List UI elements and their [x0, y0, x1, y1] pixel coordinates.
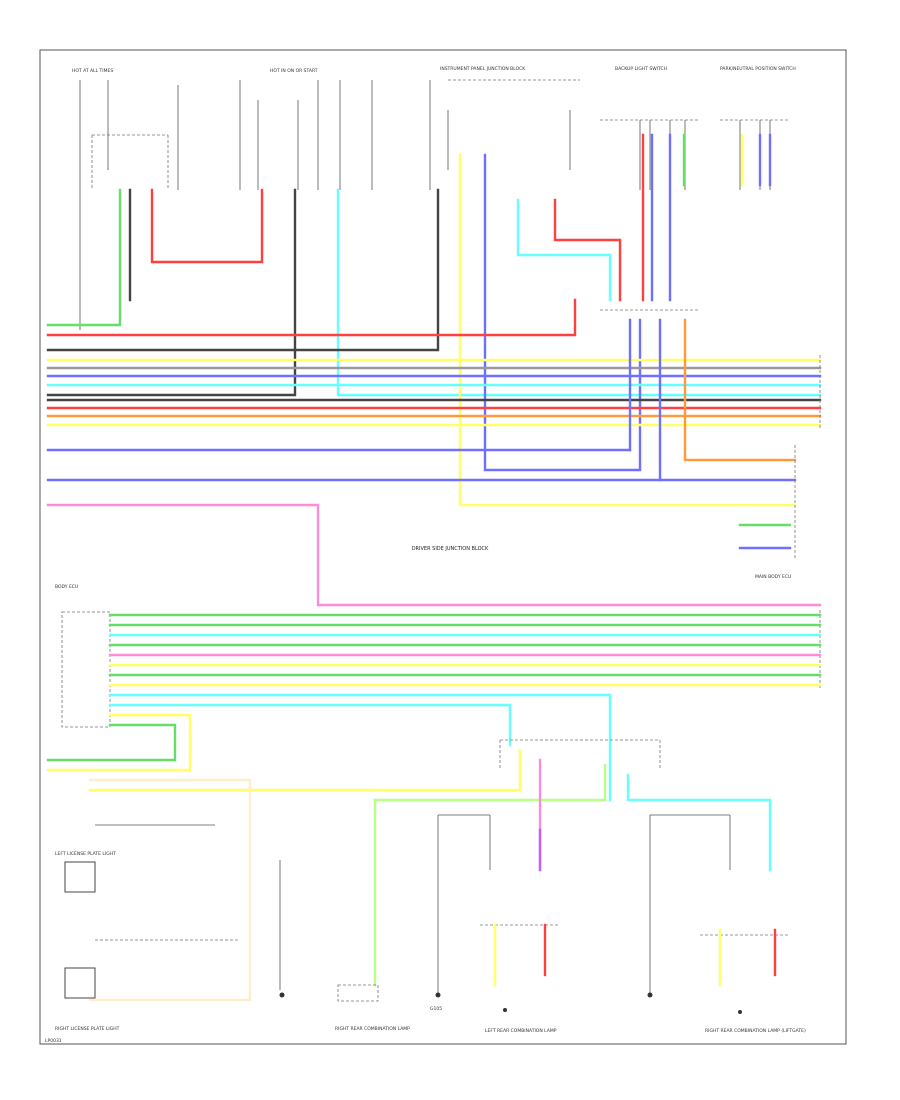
lower-wiring: [88, 739, 790, 1002]
diagram-frame: [39, 49, 847, 1045]
label-top-right-a: BACKUP LIGHT SWITCH: [615, 66, 667, 72]
label-ground: G105: [430, 1006, 442, 1012]
top-right-switches: [600, 119, 790, 311]
label-top-left: HOT AT ALL TIMES: [72, 68, 113, 74]
bottom-left-code: LP0031: [45, 1038, 62, 1044]
license-lights: [64, 824, 240, 999]
label-left-bottom-b: RIGHT LICENSE PLATE LIGHT: [55, 1026, 120, 1032]
left-module: [46, 611, 822, 802]
horizontal-bus: [46, 318, 822, 607]
label-mid-left: BODY ECU: [55, 584, 78, 590]
label-left-bottom-a: LEFT LICENSE PLATE LIGHT: [55, 851, 116, 857]
top-left-components: [79, 79, 580, 330]
center-label: DRIVER SIDE JUNCTION BLOCK: [412, 546, 489, 552]
ground-symbols: [279, 992, 742, 1014]
label-top-right-b: PARK/NEUTRAL POSITION SWITCH: [720, 66, 796, 72]
right-connector: [794, 355, 821, 690]
label-top-mid: HOT IN ON OR START: [270, 68, 318, 74]
label-bottom-a: RIGHT REAR COMBINATION LAMP: [335, 1026, 410, 1032]
label-right-mid: MAIN BODY ECU: [755, 574, 791, 580]
label-top-center: INSTRUMENT PANEL JUNCTION BLOCK: [440, 66, 526, 72]
label-bottom-c: RIGHT REAR COMBINATION LAMP (LIFTGATE): [705, 1028, 806, 1034]
top-colored-wires: [46, 133, 822, 507]
label-bottom-b: LEFT REAR COMBINATION LAMP: [485, 1028, 557, 1034]
